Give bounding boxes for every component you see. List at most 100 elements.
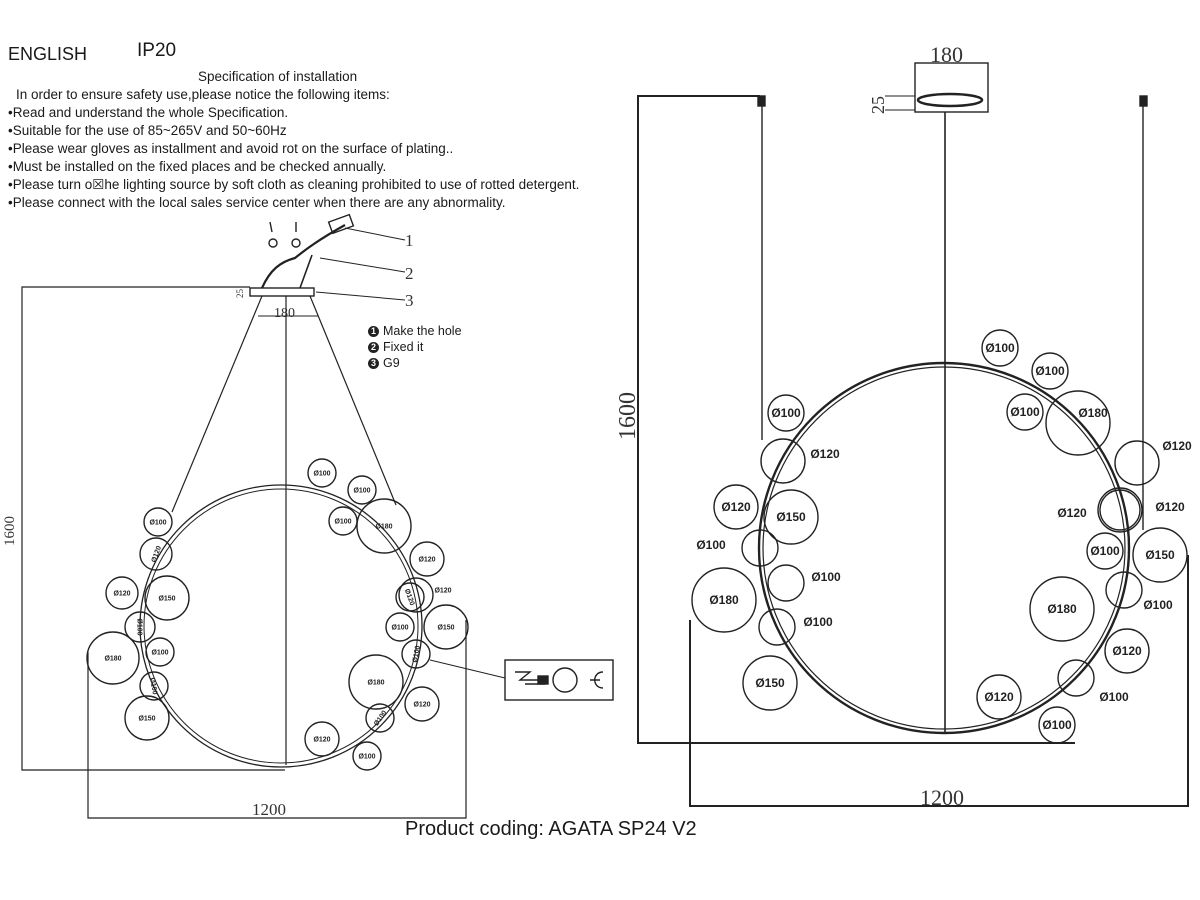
bubble-diameter-label: Ø180	[375, 523, 392, 530]
bubble-glass	[145, 637, 175, 667]
instruction-item: •Please turn o☒he lighting source by sof…	[8, 177, 580, 192]
instruction-item: •Suitable for the use of 85~265V and 50~…	[8, 123, 287, 138]
bubble-diameter-label: Ø120	[1162, 439, 1192, 453]
bubble-diameter-label: Ø100	[696, 538, 726, 552]
bubble-diameter-label: Ø120	[418, 556, 435, 563]
bubble-glass	[404, 686, 440, 722]
bubble-glass	[365, 703, 395, 733]
left-height-dimension-line	[21, 286, 285, 771]
right-width-dimension-line	[689, 555, 1189, 807]
instruction-item: •Must be installed on the fixed places a…	[8, 159, 387, 174]
left-bubbles: Ø100Ø120Ø120Ø150Ø100Ø180Ø100Ø100Ø150Ø100…	[86, 458, 469, 771]
bubble-diameter-label: Ø180	[367, 679, 384, 686]
connector-detail-icon	[515, 667, 604, 693]
bubble-glass	[356, 498, 412, 554]
bubble-glass	[1099, 489, 1141, 531]
bubble-glass	[1029, 576, 1095, 642]
left-canopy-height: 25	[235, 289, 245, 299]
bubble-diameter-label: Ø150	[437, 624, 454, 631]
bubble-glass	[348, 654, 404, 710]
right-width-dim: 1200	[920, 785, 964, 810]
bubble-diameter-label: Ø120	[810, 447, 840, 461]
bubble-glass	[763, 489, 819, 545]
bubble-diameter-label: Ø100	[412, 645, 422, 663]
language-label: ENGLISH	[8, 44, 88, 64]
bubble-diameter-label: Ø100	[1035, 364, 1065, 378]
bubble-diameter-label: Ø100	[811, 570, 841, 584]
bubble-glass	[144, 575, 190, 621]
right-canopy-height: 25	[868, 96, 888, 114]
bubble-glass	[1097, 487, 1143, 533]
bubble-glass	[124, 695, 170, 741]
right-canopy-dim: 180	[930, 42, 963, 67]
bubble-diameter-label: Ø100	[1042, 718, 1072, 732]
bubble-diameter-label: Ø100	[391, 624, 408, 631]
right-suspension-cables	[761, 96, 1144, 530]
bubble-glass	[307, 458, 337, 488]
left-canopy-dim: 180	[274, 306, 295, 321]
bubble-glass	[713, 484, 759, 530]
bubble-glass	[1031, 352, 1069, 390]
bubble-diameter-label: Ø100	[771, 406, 801, 420]
left-height-dim: 1600	[2, 516, 18, 546]
right-ring	[757, 361, 1131, 735]
bubble-diameter-label: Ø100	[358, 753, 375, 760]
bubble-glass	[401, 639, 431, 669]
bubble-diameter-label: Ø120	[413, 701, 430, 708]
instructions-intro: In order to ensure safety use,please not…	[16, 87, 390, 102]
bubble-glass	[1104, 628, 1150, 674]
bubble-diameter-label: Ø120	[113, 590, 130, 597]
bubble-glass	[398, 577, 434, 613]
bubble-glass	[691, 567, 757, 633]
bubble-glass	[758, 608, 796, 646]
ip-rating: IP20	[137, 40, 177, 61]
instruction-item: •Read and understand the whole Specifica…	[8, 105, 289, 120]
bubble-diameter-label: Ø100	[1090, 544, 1120, 558]
bubble-diameter-label: Ø120	[313, 736, 330, 743]
bubble-diameter-label: Ø100	[1143, 598, 1173, 612]
left-width-dimension-line	[87, 620, 467, 819]
bubble-diameter-label: Ø180	[1078, 406, 1108, 420]
bubble-glass	[1132, 527, 1188, 583]
bubble-diameter-label: Ø100	[151, 649, 168, 656]
bubble-glass	[1114, 440, 1160, 486]
bubble-glass	[105, 576, 139, 610]
product-coding: Product coding: AGATA SP24 V2	[405, 818, 697, 840]
bubble-diameter-label: Ø120	[984, 690, 1014, 704]
bubble-glass	[767, 564, 805, 602]
bubble-diameter-label: Ø150	[776, 510, 806, 524]
bubble-diameter-label: Ø100	[1099, 690, 1129, 704]
instructions-title: Specification of installation	[198, 69, 358, 84]
right-canopy-box	[914, 62, 989, 113]
bubble-glass	[423, 604, 469, 650]
bubble-glass	[139, 537, 173, 571]
left-width-dim: 1200	[252, 800, 286, 819]
bubble-diameter-label: Ø150	[755, 676, 785, 690]
left-suspension-cables	[171, 295, 397, 765]
bubble-glass	[1045, 390, 1111, 456]
bubble-diameter-label: Ø180	[104, 655, 121, 662]
bubble-diameter-label: Ø100	[803, 615, 833, 629]
bubble-diameter-label: Ø100	[334, 518, 351, 525]
bubble-glass	[1086, 532, 1124, 570]
bubble-glass	[1038, 706, 1076, 744]
bubble-glass	[1105, 571, 1143, 609]
bubble-glass	[143, 507, 173, 537]
left-ring	[139, 484, 423, 768]
callout-3: 3	[405, 291, 414, 310]
bubble-glass	[352, 741, 382, 771]
bubble-glass	[760, 438, 806, 484]
bubble-diameter-label: Ø120	[151, 545, 163, 564]
bubble-glass	[385, 612, 415, 642]
bubble-diameter-label: Ø150	[138, 715, 155, 722]
bubble-diameter-label: Ø100	[353, 487, 370, 494]
bubble-diameter-label: Ø120	[1112, 644, 1142, 658]
bubble-glass	[767, 394, 805, 432]
bubble-glass	[86, 631, 140, 685]
bubble-glass	[742, 655, 798, 711]
bubble-diameter-label: Ø150	[158, 595, 175, 602]
